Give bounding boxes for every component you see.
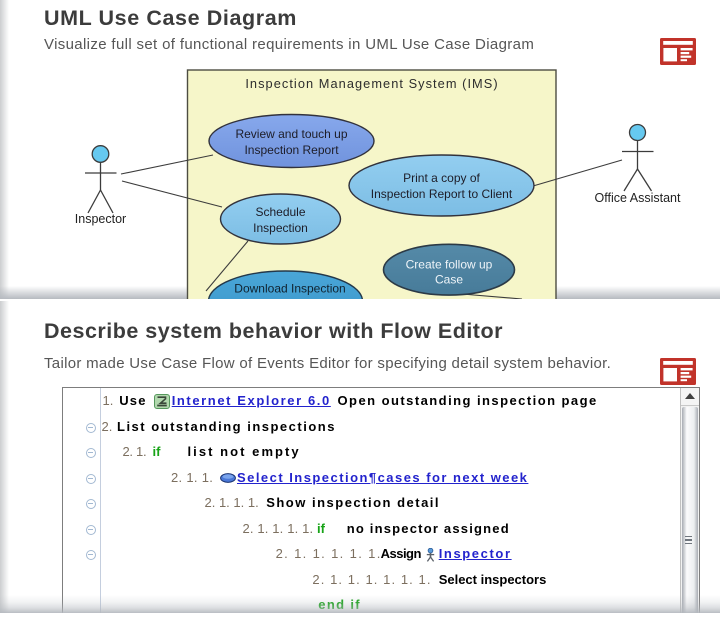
svg-text:Inspection Management System (: Inspection Management System (IMS) bbox=[245, 76, 498, 91]
svg-text:Schedule: Schedule bbox=[255, 205, 305, 219]
svg-text:Review and touch up: Review and touch up bbox=[235, 127, 347, 141]
svg-text:Inspection: Inspection bbox=[253, 221, 308, 235]
svg-text:Case: Case bbox=[435, 272, 463, 286]
svg-text:Print a copy of: Print a copy of bbox=[403, 171, 480, 185]
svg-text:Inspection Report: Inspection Report bbox=[244, 143, 339, 157]
svg-text:Office Assistant: Office Assistant bbox=[595, 191, 681, 205]
svg-text:Inspector: Inspector bbox=[75, 212, 126, 226]
svg-text:Download Inspection: Download Inspection bbox=[234, 282, 345, 296]
svg-text:Create follow up: Create follow up bbox=[406, 257, 493, 271]
svg-text:Inspection Report to Client: Inspection Report to Client bbox=[371, 187, 513, 201]
